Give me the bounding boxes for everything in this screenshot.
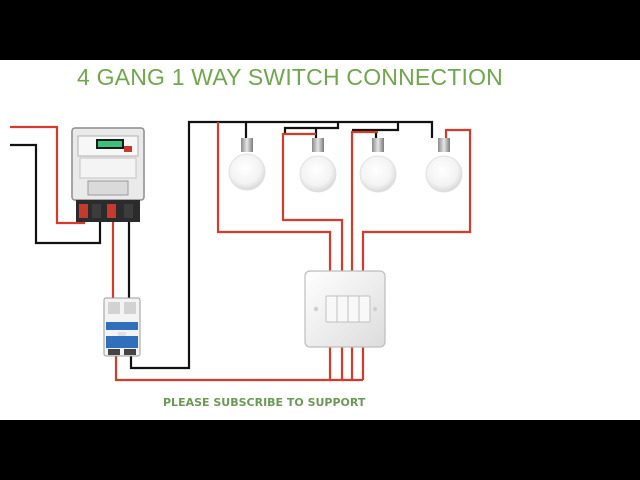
supply-neutral-wire — [10, 143, 102, 245]
double-pole-mcb — [103, 297, 141, 357]
neutral-drop-2 — [283, 122, 340, 134]
bulb-2 — [299, 138, 337, 193]
mcb-neutral-out — [129, 120, 434, 370]
diagram-canvas: 4 GANG 1 WAY SWITCH CONNECTION — [0, 60, 640, 420]
subscribe-banner: PLEASE SUBSCRIBE TO SUPPORT — [163, 396, 366, 409]
bulb-3 — [359, 138, 397, 193]
bulb-1 — [228, 138, 266, 191]
wiring-diagram — [10, 120, 472, 382]
mcb-live-out — [114, 350, 332, 382]
four-gang-switch-board — [304, 270, 386, 348]
diagram-title: 4 GANG 1 WAY SWITCH CONNECTION — [77, 64, 503, 90]
bulb-4 — [425, 138, 463, 193]
energy-meter — [71, 127, 145, 222]
neutral-drop-3 — [352, 122, 400, 132]
switch-to-bulb-4 — [361, 128, 472, 380]
